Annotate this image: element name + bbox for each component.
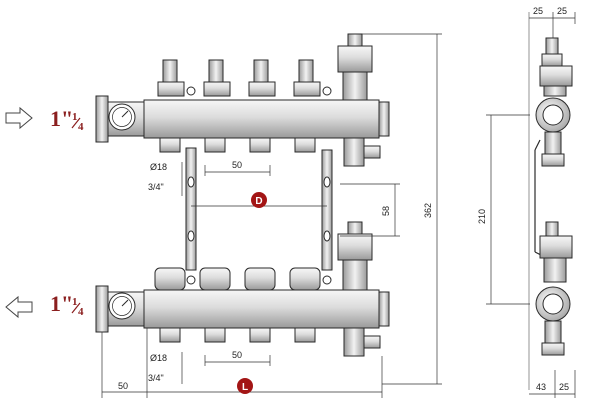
- dim-side-top-right: 25: [557, 6, 567, 16]
- dim-inlet-offset: 50: [118, 381, 128, 391]
- dim-side-bottom-left: 43: [536, 382, 546, 392]
- dim-outlet-thread-bottom: 3/4": [148, 373, 164, 383]
- inlet-size-label-top: 1" 1 4: [50, 106, 84, 133]
- dim-outlet-diameter-bottom: Ø18: [150, 353, 167, 363]
- side-dimension-lines: [486, 12, 576, 398]
- inlet-size-label-bottom: 1" 1 4: [50, 291, 84, 318]
- svg-text:1": 1": [50, 106, 73, 131]
- top-manifold: [95, 33, 390, 167]
- dim-side-top-left: 25: [533, 6, 543, 16]
- dim-outlet-diameter-top: Ø18: [150, 162, 167, 172]
- svg-text:1: 1: [72, 296, 78, 308]
- svg-text:4: 4: [78, 121, 84, 133]
- arrow-right-icon: [5, 106, 33, 130]
- dim-outlet-pitch-bottom: 50: [232, 350, 242, 360]
- dim-outlet-pitch-top: 50: [232, 160, 242, 170]
- dim-side-bottom-right: 25: [559, 382, 569, 392]
- marker-d: D: [251, 192, 267, 208]
- gauge-icon: [108, 292, 136, 320]
- dim-outlet-thread-top: 3/4": [148, 182, 164, 192]
- gauge-icon: [108, 103, 136, 131]
- mounting-bracket: [185, 86, 333, 285]
- dim-overall-height: 362: [423, 203, 433, 218]
- svg-text:1: 1: [72, 111, 78, 123]
- bottom-manifold: [95, 221, 390, 357]
- marker-l: L: [237, 378, 253, 394]
- side-view: [528, 12, 573, 390]
- svg-text:4: 4: [78, 306, 84, 318]
- arrow-left-icon: [5, 295, 33, 319]
- svg-text:D: D: [255, 196, 262, 207]
- dimension-lines: [101, 33, 442, 398]
- dim-bar-spacing: 58: [381, 206, 391, 216]
- svg-text:L: L: [242, 382, 248, 393]
- svg-text:1": 1": [50, 291, 73, 316]
- dim-side-center-distance: 210: [477, 209, 487, 224]
